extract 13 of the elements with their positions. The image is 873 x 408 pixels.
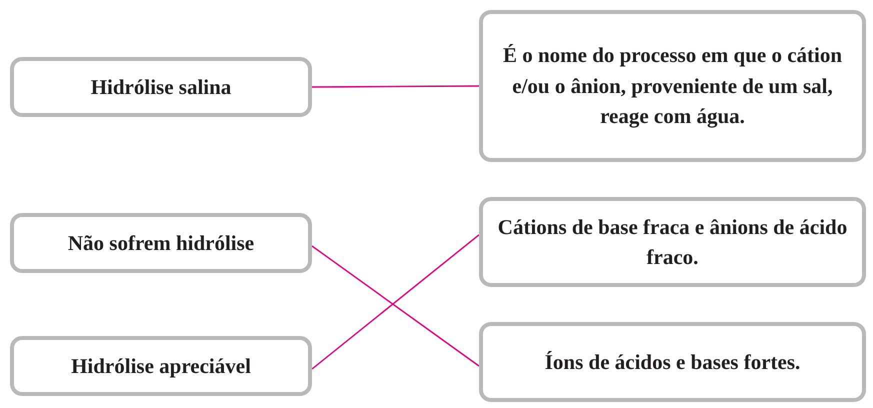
text-box	[479, 10, 866, 162]
box-text: É o nome do processo em que o cátion e/ou o ânion, proveniente de um sal, reage com água.	[502, 42, 844, 130]
box-text: Cátions de base fraca e ânions de ácido fraco.	[496, 214, 848, 271]
text-box	[10, 213, 312, 273]
box-text: Íons de ácidos e bases fortes.	[544, 348, 800, 376]
box-text: Hidrólise apreciável	[71, 352, 251, 380]
connector-line	[312, 85, 479, 88]
text-box	[479, 197, 866, 287]
text-box	[10, 336, 312, 396]
text-box	[10, 57, 312, 117]
box-text: Hidrólise salina	[90, 74, 232, 101]
box-text: Não sofrem hidrólise	[68, 230, 254, 257]
text-box	[479, 322, 866, 402]
